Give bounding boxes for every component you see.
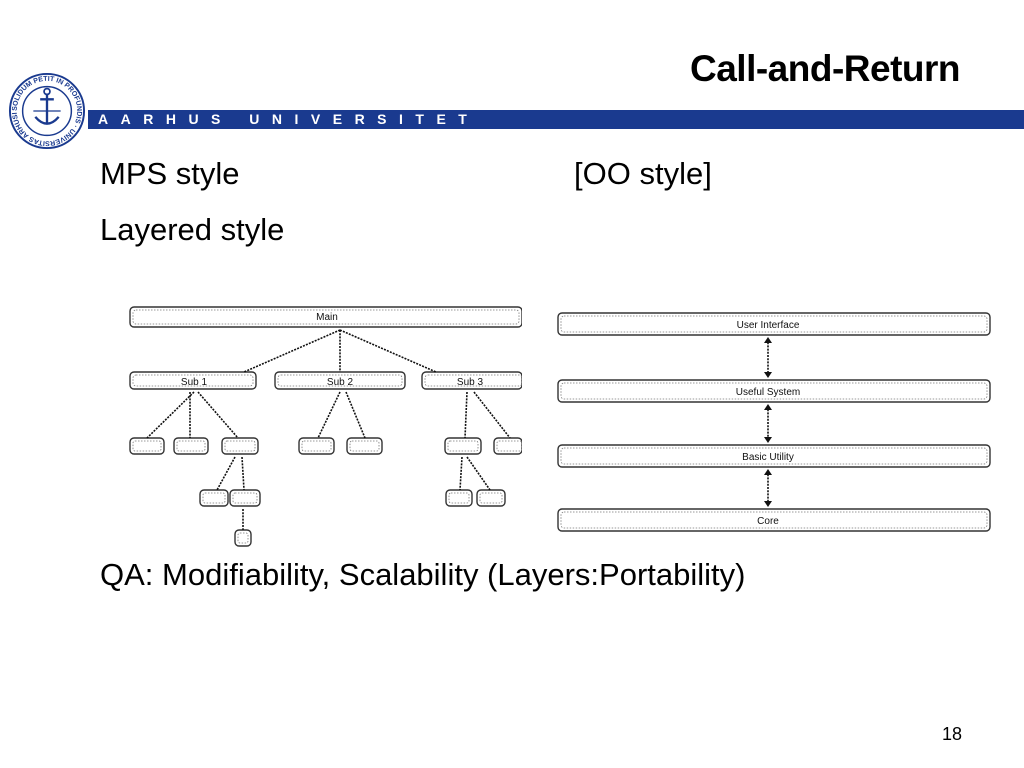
leaf-box — [221, 437, 259, 455]
sub3-label: Sub 3 — [457, 377, 484, 388]
layer-core: Core — [557, 508, 991, 532]
svg-text:User Interface: User Interface — [737, 320, 800, 331]
university-name: AARHUS UNIVERSITET — [98, 111, 480, 127]
leaf-box — [493, 437, 522, 455]
university-seal-logo: SOLIDUM PETIT IN PROFUNDIS · UNIVERSITAS… — [8, 72, 86, 150]
slide-title: Call-and-Return — [690, 48, 961, 89]
mps-style-label: MPS style — [100, 156, 240, 191]
leaf-box — [129, 437, 165, 455]
leaf-box — [476, 489, 506, 507]
sub3-box: Sub 3 — [421, 371, 522, 390]
sub2-label: Sub 2 — [327, 377, 354, 388]
leaf-box — [234, 529, 252, 547]
layer-connector — [764, 469, 772, 507]
svg-text:Basic Utility: Basic Utility — [742, 452, 794, 463]
main-label: Main — [316, 312, 338, 323]
qa-line: QA: Modifiability, Scalability (Layers:P… — [100, 557, 746, 592]
sub2-box: Sub 2 — [274, 371, 406, 390]
layered-diagram: User Interface Useful System Basic Utili… — [557, 312, 991, 532]
main-box: Main — [129, 306, 522, 328]
svg-text:Useful System: Useful System — [736, 387, 800, 398]
layer-user-interface: User Interface — [557, 312, 991, 336]
sub1-label: Sub 1 — [181, 377, 208, 388]
page-number: 18 — [941, 724, 962, 744]
leaf-box — [346, 437, 383, 455]
sub1-box: Sub 1 — [129, 371, 257, 390]
layer-connector — [764, 337, 772, 378]
mps-diagram: Main Sub 1 Sub 2 Sub 3 — [129, 306, 522, 547]
layer-useful-system: Useful System — [557, 379, 991, 403]
oo-style-label: [OO style] — [574, 156, 712, 191]
layer-connector — [764, 404, 772, 443]
leaf-box — [444, 437, 482, 455]
university-band: AARHUS UNIVERSITET — [88, 110, 1024, 129]
layer-basic-utility: Basic Utility — [557, 444, 991, 468]
leaf-box — [229, 489, 261, 507]
leaf-box — [173, 437, 209, 455]
leaf-box — [445, 489, 473, 507]
leaf-box — [298, 437, 335, 455]
svg-text:Core: Core — [757, 516, 779, 527]
layered-style-label: Layered style — [100, 212, 285, 247]
leaf-box — [199, 489, 229, 507]
